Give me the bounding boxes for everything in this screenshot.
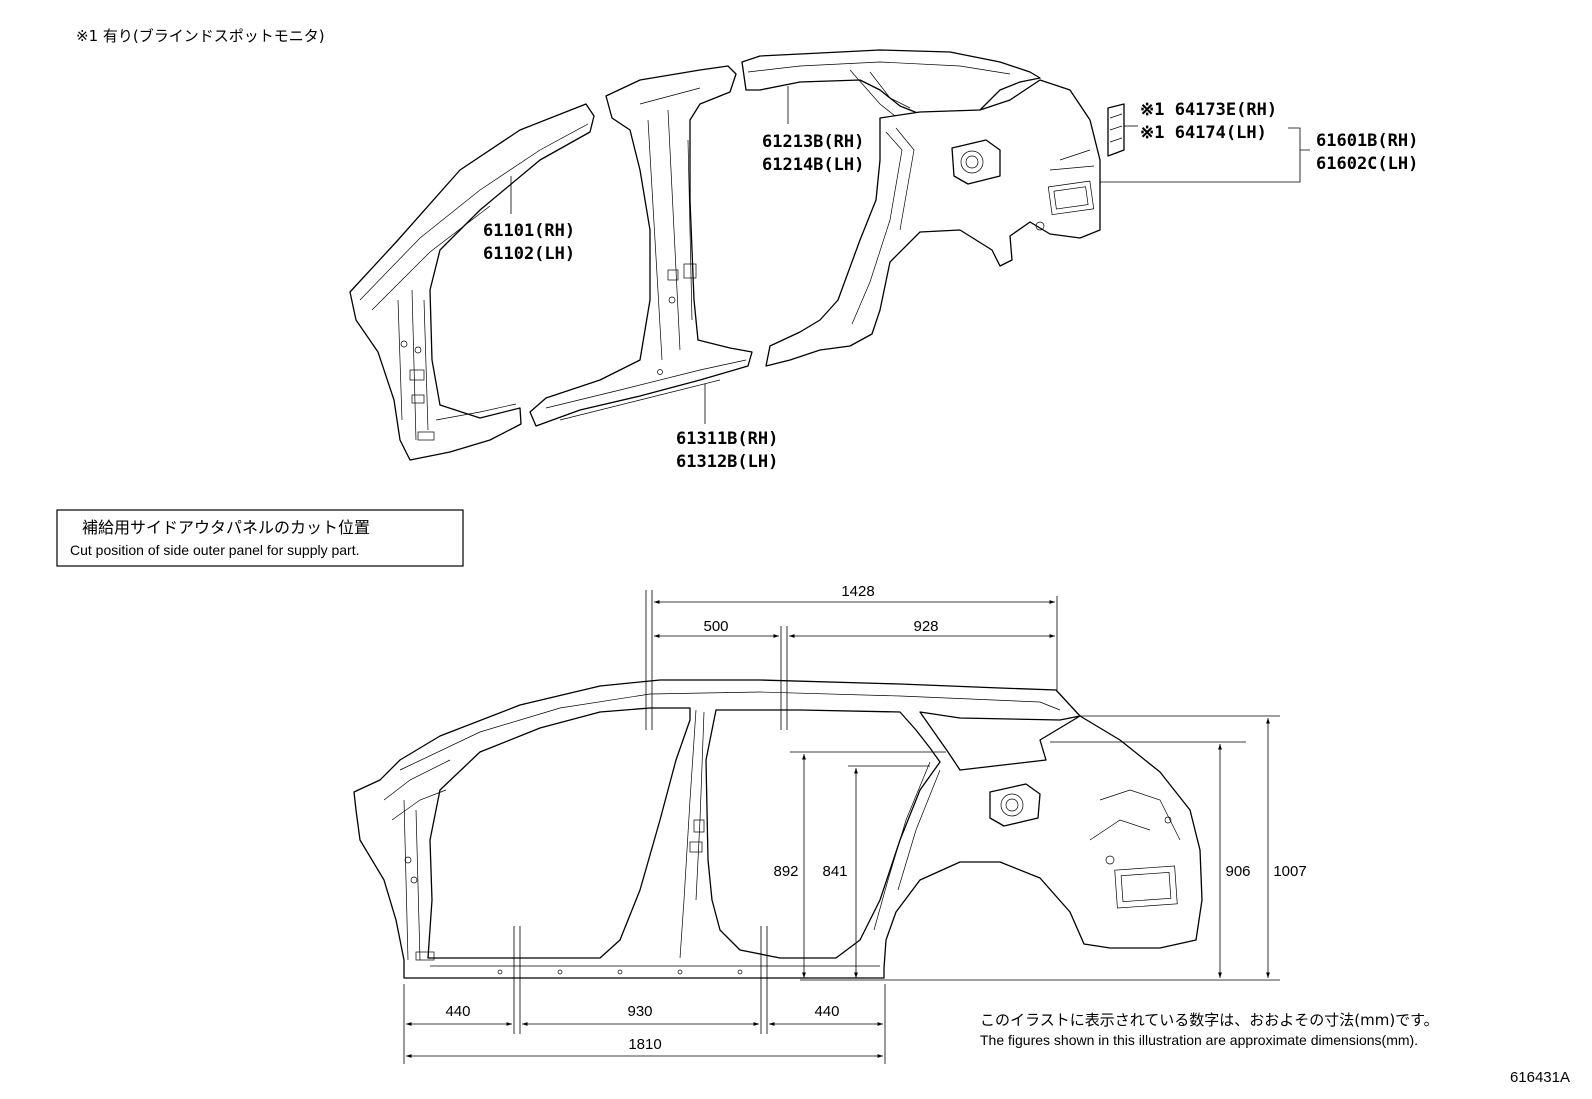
fuel-door [951, 139, 1001, 185]
cut-box-title-en: Cut position of side outer panel for sup… [70, 542, 360, 558]
label-61102-lh: 61102(LH) [483, 244, 575, 264]
dim-bottom-mid: 930 [627, 1003, 652, 1020]
top-note: ※1 有り(ブラインドスポットモニタ) [76, 27, 325, 45]
dim-top-right: 928 [913, 618, 938, 635]
cut-lines [513, 590, 788, 1034]
cut-position-box: 補給用サイドアウタパネルのカット位置 Cut position of side … [56, 509, 464, 567]
dim-h-906: 906 [1225, 863, 1250, 880]
dimension-arrows [406, 600, 1270, 1058]
label-61602c-lh: 61602C(LH) [1316, 154, 1418, 174]
quarter-panel [765, 79, 1101, 367]
footer-note-en: The figures shown in this illustration a… [980, 1032, 1418, 1048]
label-61214b-lh: 61214B(LH) [762, 155, 864, 175]
dim-h-1007: 1007 [1273, 863, 1306, 880]
dim-bottom-total: 1810 [628, 1036, 661, 1053]
label-61101-rh: 61101(RH) [483, 221, 575, 241]
label-61213b-rh: 61213B(RH) [762, 132, 864, 152]
leader-lines [510, 86, 1310, 424]
dim-bottom-left: 440 [445, 1003, 470, 1020]
dim-top-left: 500 [703, 618, 728, 635]
label-64174-lh: ※1 64174(LH) [1140, 123, 1267, 143]
dim-top-total: 1428 [841, 583, 874, 600]
dim-h-892: 892 [773, 863, 798, 880]
footer-note-ja: このイラストに表示されている数字は、おおよその寸法(mm)です。 [980, 1011, 1439, 1029]
figure-id: 616431A [1510, 1069, 1570, 1086]
label-61312b-lh: 61312B(LH) [676, 452, 778, 472]
dim-h-841: 841 [822, 863, 847, 880]
side-outer-panel [353, 679, 1203, 979]
front-pillar-panel [349, 103, 595, 461]
dim-bottom-right: 440 [814, 1003, 839, 1020]
roof-side-rail-panel [741, 49, 1041, 121]
cut-box-title-ja: 補給用サイドアウタパネルのカット位置 [82, 518, 370, 537]
label-64173e-rh: ※1 64173E(RH) [1140, 100, 1277, 120]
label-61311b-rh: 61311B(RH) [676, 429, 778, 449]
bsm-bracket [1107, 103, 1125, 157]
extension-lines [403, 596, 1280, 1064]
center-pillar-rocker-panel [529, 65, 753, 427]
label-61601b-rh: 61601B(RH) [1316, 131, 1418, 151]
